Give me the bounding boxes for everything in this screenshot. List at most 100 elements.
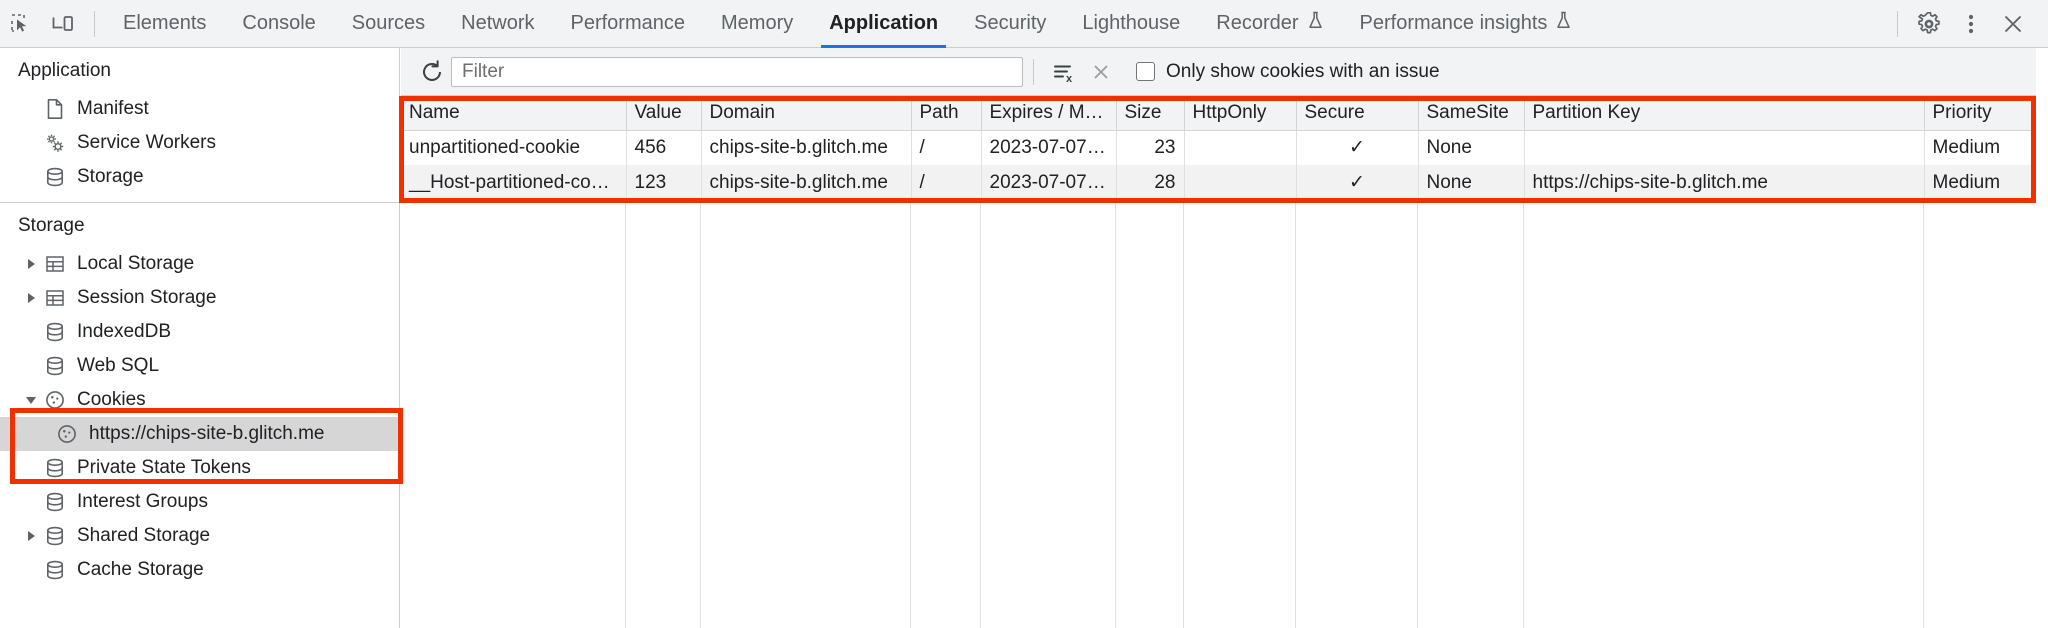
cell-secure: ✓	[1296, 130, 1419, 165]
sidebar-item-service-workers[interactable]: Service Workers	[0, 126, 399, 160]
column-header-httponly[interactable]: HttpOnly	[1184, 96, 1297, 131]
cookies-main-panel: x Only show cookies with an issue	[401, 48, 2048, 628]
sidebar-item-interest-groups[interactable]: Interest Groups	[0, 485, 399, 519]
application-sidebar: Application Manifest Service Workers	[0, 48, 400, 628]
sidebar-item-label: Web SQL	[77, 355, 160, 376]
cell-httponly	[1184, 130, 1297, 165]
table-grid-icon	[42, 254, 68, 274]
clear-filtered-cookies-icon[interactable]: x	[1044, 54, 1082, 90]
sidebar-item-storage[interactable]: Storage	[0, 160, 399, 194]
inspect-element-icon[interactable]	[0, 4, 42, 44]
only-show-issues-checkbox[interactable]	[1136, 62, 1155, 81]
column-header-priority[interactable]: Priority	[1924, 96, 2048, 131]
tab-performance-insights[interactable]: Performance insights	[1342, 0, 1591, 48]
device-toolbar-icon[interactable]	[42, 4, 84, 44]
tab-elements[interactable]: Elements	[105, 0, 224, 48]
sidebar-item-indexeddb[interactable]: IndexedDB	[0, 315, 399, 349]
database-icon	[42, 321, 68, 343]
cookies-filter-toolbar: x Only show cookies with an issue	[401, 48, 2048, 96]
table-header-row: Name Value Domain Path Expires / M… Size…	[401, 96, 2048, 131]
column-header-size[interactable]: Size	[1116, 96, 1185, 131]
sidebar-item-session-storage[interactable]: Session Storage	[0, 281, 399, 315]
sidebar-item-local-storage[interactable]: Local Storage	[0, 247, 399, 281]
column-header-samesite[interactable]: SameSite	[1418, 96, 1525, 131]
close-devtools-icon[interactable]	[1992, 4, 2034, 44]
sidebar-item-label: Shared Storage	[77, 525, 211, 546]
sidebar-item-cache-storage[interactable]: Cache Storage	[0, 553, 399, 587]
sidebar-item-cookies[interactable]: Cookies	[0, 383, 399, 417]
column-header-value[interactable]: Value	[626, 96, 702, 131]
expand-arrow-icon[interactable]	[22, 293, 40, 303]
tab-recorder[interactable]: Recorder	[1198, 0, 1341, 48]
cookies-table-body: unpartitioned-cookie 456 chips-site-b.gl…	[401, 130, 2048, 200]
tab-label: Network	[461, 12, 535, 34]
tab-network[interactable]: Network	[443, 0, 552, 48]
tab-label: Performance insights	[1359, 12, 1548, 34]
database-icon	[42, 525, 68, 547]
cell-priority: Medium	[1924, 130, 2048, 165]
only-show-issues-checkbox-row[interactable]: Only show cookies with an issue	[1136, 61, 1440, 83]
tab-label: Console	[242, 12, 316, 34]
table-row[interactable]: unpartitioned-cookie 456 chips-site-b.gl…	[401, 130, 2048, 165]
tab-label: Memory	[721, 12, 794, 34]
sidebar-item-private-state-tokens[interactable]: Private State Tokens	[0, 451, 399, 485]
cookies-table-wrapper: Name Value Domain Path Expires / M… Size…	[401, 96, 2048, 628]
tab-console[interactable]: Console	[224, 0, 333, 48]
expand-arrow-icon[interactable]	[22, 259, 40, 269]
tab-label: Elements	[123, 12, 207, 34]
column-header-partition-key[interactable]: Partition Key	[1524, 96, 1925, 131]
sidebar-item-manifest[interactable]: Manifest	[0, 92, 399, 126]
tab-security[interactable]: Security	[956, 0, 1064, 48]
clear-all-cookies-icon[interactable]	[1082, 54, 1120, 90]
column-header-domain[interactable]: Domain	[701, 96, 912, 131]
sidebar-item-label: Cookies	[77, 389, 146, 410]
cell-samesite: None	[1418, 165, 1525, 200]
tab-lighthouse[interactable]: Lighthouse	[1064, 0, 1198, 48]
column-header-path[interactable]: Path	[911, 96, 982, 131]
collapse-arrow-icon[interactable]	[22, 396, 40, 404]
tab-application[interactable]: Application	[811, 0, 956, 48]
sidebar-item-label: Service Workers	[77, 132, 217, 153]
cell-priority: Medium	[1924, 165, 2048, 200]
cell-value: 456	[626, 130, 702, 165]
cookie-icon	[42, 389, 68, 411]
sidebar-item-shared-storage[interactable]: Shared Storage	[0, 519, 399, 553]
tab-label: Recorder	[1216, 12, 1299, 34]
refresh-icon[interactable]	[413, 54, 451, 90]
tab-label: Performance	[570, 12, 686, 34]
sidebar-item-label: Cache Storage	[77, 559, 204, 580]
toolbar-divider	[1033, 58, 1034, 85]
filter-input[interactable]	[451, 56, 1023, 87]
table-grid-icon	[42, 288, 68, 308]
sidebar-item-web-sql[interactable]: Web SQL	[0, 349, 399, 383]
tab-memory[interactable]: Memory	[703, 0, 811, 48]
cell-expires: 2023-07-07…	[981, 130, 1117, 165]
cookies-empty-grid	[401, 200, 2048, 628]
tab-label: Lighthouse	[1082, 12, 1181, 34]
sidebar-item-label: IndexedDB	[77, 321, 172, 342]
toolbar-divider	[94, 10, 95, 37]
tab-sources[interactable]: Sources	[334, 0, 443, 48]
column-header-name[interactable]: Name	[401, 96, 627, 131]
sidebar-item-cookie-origin[interactable]: https://chips-site-b.glitch.me	[0, 417, 399, 451]
expand-arrow-icon[interactable]	[22, 531, 40, 541]
column-header-secure[interactable]: Secure	[1296, 96, 1419, 131]
database-icon	[42, 457, 68, 479]
table-row[interactable]: __Host-partitioned-cookie 123 chips-site…	[401, 165, 2048, 200]
cell-name: unpartitioned-cookie	[401, 130, 627, 165]
panel-scroll-gutter[interactable]	[2036, 48, 2048, 628]
cookies-table-header: Name Value Domain Path Expires / M… Size…	[401, 96, 2048, 131]
column-header-expires[interactable]: Expires / M…	[981, 96, 1117, 131]
tab-performance[interactable]: Performance	[553, 0, 704, 48]
more-options-icon[interactable]	[1950, 4, 1992, 44]
cell-name: __Host-partitioned-cookie	[401, 165, 627, 200]
database-icon	[42, 559, 68, 581]
only-show-issues-label: Only show cookies with an issue	[1166, 60, 1440, 82]
settings-gear-icon[interactable]	[1908, 4, 1950, 44]
sidebar-item-label: Private State Tokens	[77, 457, 251, 478]
sidebar-section-title-application: Application	[18, 60, 111, 81]
cell-domain: chips-site-b.glitch.me	[701, 130, 912, 165]
cell-secure: ✓	[1296, 165, 1419, 200]
cell-partition-key: https://chips-site-b.glitch.me	[1524, 165, 1925, 200]
cell-partition-key	[1524, 130, 1925, 165]
